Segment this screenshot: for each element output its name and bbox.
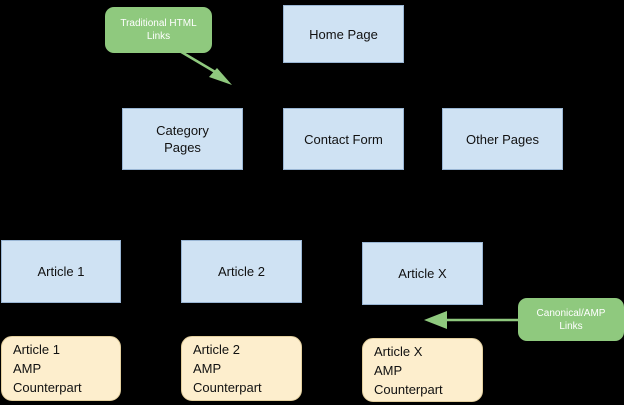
node-home-page[interactable]: Home Page bbox=[283, 5, 404, 63]
callout-canonical-amp-links[interactable]: Canonical/AMP Links bbox=[518, 298, 624, 341]
callout-traditional-html-links[interactable]: Traditional HTML Links bbox=[105, 7, 212, 53]
node-article-x[interactable]: Article X bbox=[362, 242, 483, 305]
node-contact-form[interactable]: Contact Form bbox=[283, 108, 404, 170]
node-article-2-amp-counterpart[interactable]: Article 2 AMP Counterpart bbox=[181, 336, 302, 401]
node-other-pages[interactable]: Other Pages bbox=[442, 108, 563, 170]
node-article-1[interactable]: Article 1 bbox=[1, 240, 121, 303]
node-article-1-amp-counterpart[interactable]: Article 1 AMP Counterpart bbox=[1, 336, 121, 401]
node-category-pages[interactable]: Category Pages bbox=[122, 108, 243, 170]
node-article-2[interactable]: Article 2 bbox=[181, 240, 302, 303]
node-article-x-amp-counterpart[interactable]: Article X AMP Counterpart bbox=[362, 338, 483, 402]
traditional-html-links-arrow bbox=[177, 48, 232, 85]
canonical-amp-links-arrow bbox=[424, 311, 519, 329]
